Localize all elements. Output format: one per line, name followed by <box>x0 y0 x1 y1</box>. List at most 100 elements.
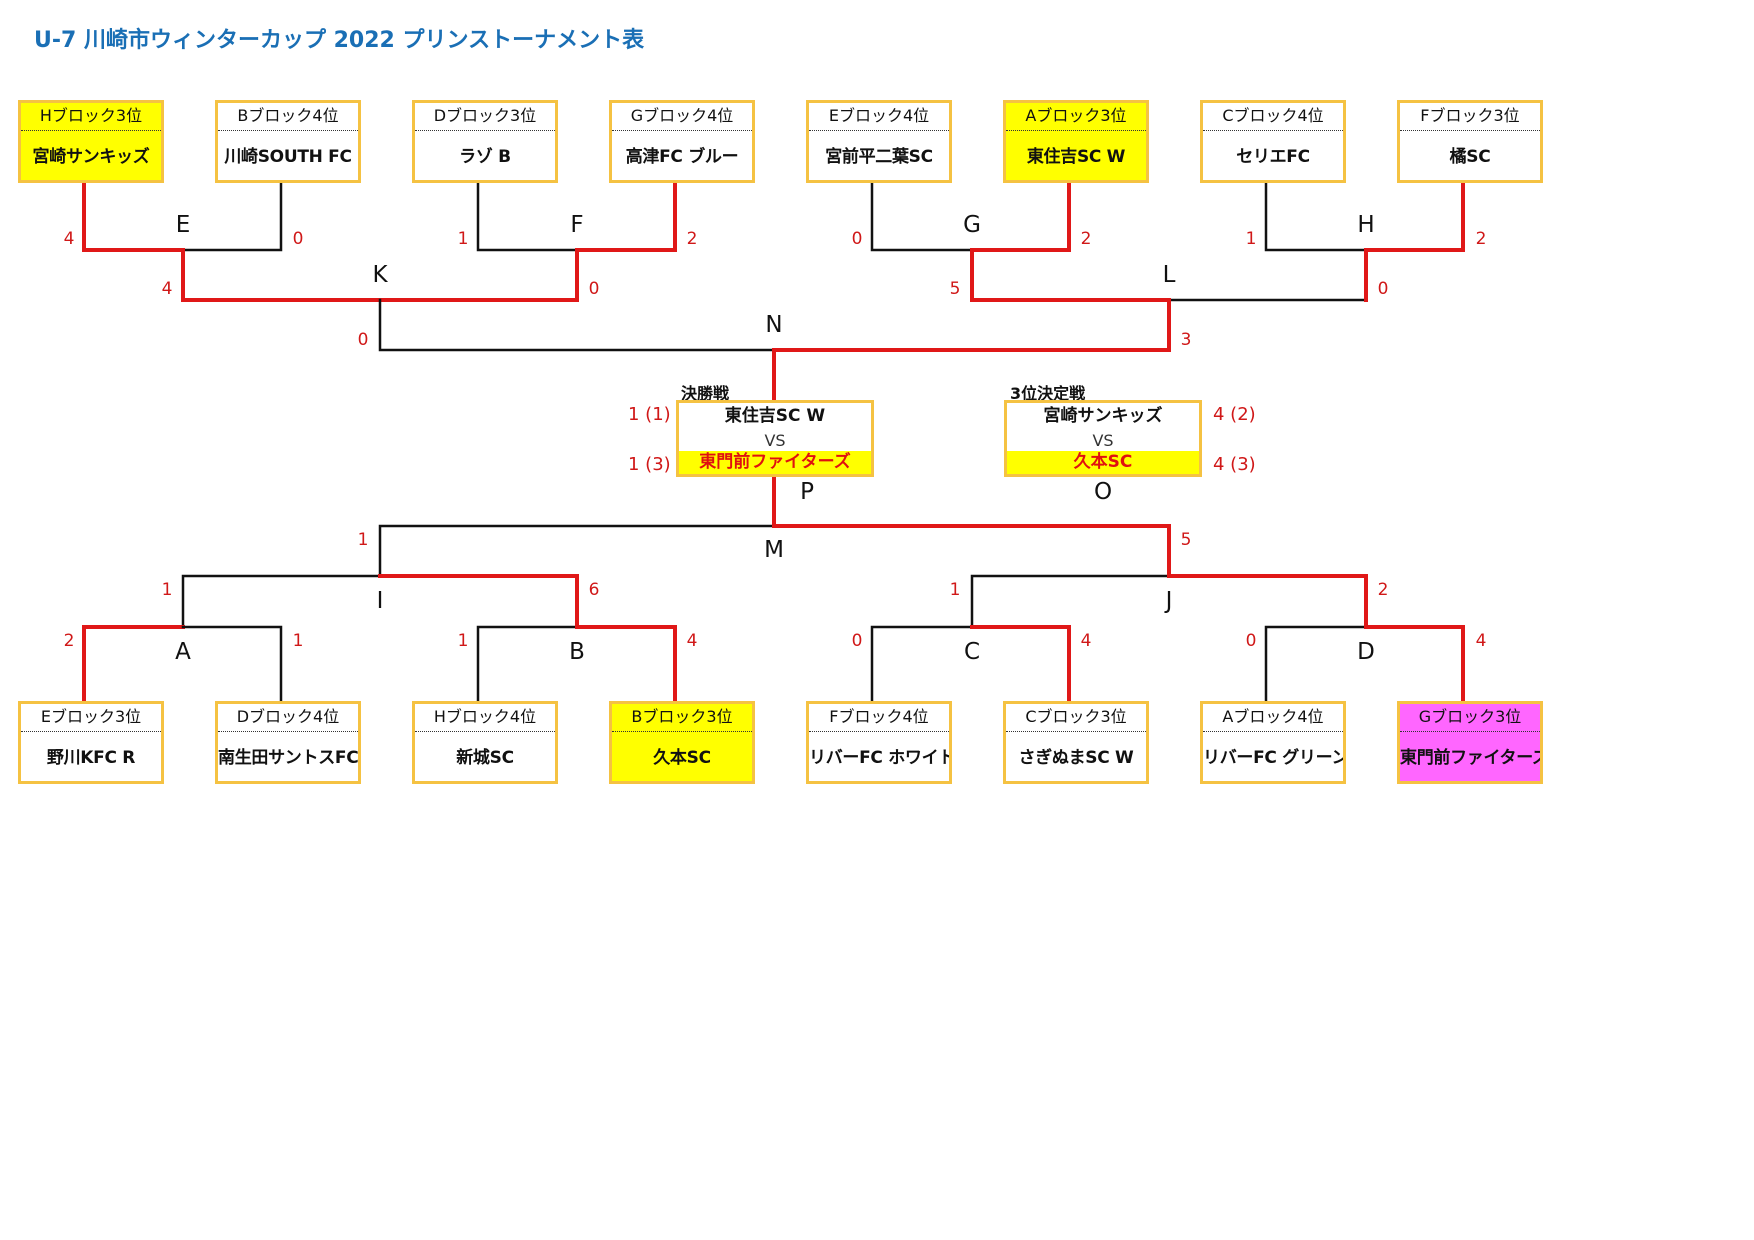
match-score: 1 <box>457 631 469 651</box>
match-score: 0 <box>851 631 863 651</box>
match-score: 2 <box>1080 229 1092 249</box>
bracket-line <box>378 298 776 352</box>
page-title: U-7 川崎市ウィンターカップ 2022 プリンストーナメント表 <box>34 28 645 53</box>
team-name: セリエFC <box>1236 147 1310 167</box>
team-block-label: Hブロック4位 <box>415 704 555 732</box>
match-label: I <box>376 588 384 614</box>
winner-path-line <box>970 248 1171 302</box>
match-label: K <box>372 262 388 288</box>
final-team-2: 東門前ファイターズ <box>679 451 871 474</box>
top-team-box: Gブロック4位高津FC ブルー <box>609 100 755 183</box>
bracket-line <box>476 174 579 252</box>
bracket-line <box>181 574 382 629</box>
team-name: 久本SC <box>653 748 711 768</box>
winner-path-line <box>82 625 185 703</box>
bottom-team-box: Eブロック3位野川KFC R <box>18 701 164 784</box>
bottom-team-box: Cブロック3位さぎぬまSC W <box>1003 701 1149 784</box>
match-score: 4 <box>161 279 173 299</box>
bracket-line <box>1264 174 1368 252</box>
top-team-box: Hブロック3位宮崎サンキッズ <box>18 100 164 183</box>
team-block-label: Hブロック3位 <box>21 103 161 131</box>
match-label: E <box>175 212 191 238</box>
team-name: 宮崎サンキッズ <box>32 147 150 167</box>
bracket-line <box>1167 248 1368 302</box>
match-label: P <box>800 479 814 505</box>
match-label: O <box>1093 479 1113 505</box>
bottom-team-box: Fブロック4位リバーFC ホワイト <box>806 701 952 784</box>
match-score: 5 <box>1180 530 1192 550</box>
team-name: 南生田サントスFC <box>218 748 358 768</box>
third-place-team-1: 宮崎サンキッズ <box>1043 406 1163 426</box>
third-place-match-box: 宮崎サンキッズ VS 久本SC <box>1004 400 1202 477</box>
winner-path-line <box>378 248 579 302</box>
match-score: 4 <box>1080 631 1092 651</box>
match-score: 0 <box>588 279 600 299</box>
winner-path-line <box>1167 574 1368 629</box>
winner-path-line <box>1364 625 1465 703</box>
bottom-team-box: Bブロック3位久本SC <box>609 701 755 784</box>
match-score: 3 <box>1180 330 1192 350</box>
team-block-label: Fブロック3位 <box>1400 103 1540 131</box>
winner-path-line <box>575 174 677 252</box>
match-label: B <box>569 639 585 665</box>
match-score: 4 <box>686 631 698 651</box>
match-score: 0 <box>357 330 369 350</box>
bracket-line <box>870 625 974 703</box>
final-score-2: 1 (3) <box>628 454 671 475</box>
bottom-team-box: Dブロック4位南生田サントスFC <box>215 701 361 784</box>
match-score: 1 <box>1245 229 1257 249</box>
match-label: H <box>1357 212 1375 238</box>
team-block-label: Dブロック3位 <box>415 103 555 131</box>
bracket-line <box>378 524 776 578</box>
winner-path-line <box>181 248 382 302</box>
final-title: 決勝戦 <box>681 384 730 403</box>
match-score: 4 <box>1475 631 1487 651</box>
match-score: 0 <box>851 229 863 249</box>
top-team-box: Fブロック3位橘SC <box>1397 100 1543 183</box>
match-score: 0 <box>292 229 304 249</box>
team-block-label: Eブロック4位 <box>809 103 949 131</box>
winner-path-line <box>970 625 1071 703</box>
match-score: 4 <box>63 229 75 249</box>
team-name: 川崎SOUTH FC <box>224 147 352 167</box>
match-score: 1 <box>949 580 961 600</box>
third-place-vs: VS <box>1092 431 1114 450</box>
third-place-score-1: 4 (2) <box>1213 404 1256 425</box>
match-score: 0 <box>1245 631 1257 651</box>
team-name: 宮前平二葉SC <box>825 147 933 167</box>
team-name: リバーFC ホワイト <box>809 748 949 768</box>
match-score: 1 <box>357 530 369 550</box>
match-label: M <box>764 537 784 563</box>
match-score: 1 <box>161 580 173 600</box>
team-name: ラゾ B <box>459 147 511 167</box>
match-score: 2 <box>1475 229 1487 249</box>
team-name: リバーFC グリーン <box>1203 748 1343 768</box>
winner-path-line <box>970 174 1071 252</box>
team-block-label: Gブロック4位 <box>612 103 752 131</box>
bottom-team-box: Hブロック4位新城SC <box>412 701 558 784</box>
final-vs: VS <box>764 431 786 450</box>
bracket-line <box>181 174 283 252</box>
team-block-label: Bブロック3位 <box>612 704 752 732</box>
bracket-line <box>181 625 283 703</box>
top-team-box: Bブロック4位川崎SOUTH FC <box>215 100 361 183</box>
team-name: 野川KFC R <box>46 748 136 768</box>
match-label: G <box>963 212 981 238</box>
winner-path-line <box>82 174 185 252</box>
team-name: 橘SC <box>1449 147 1491 167</box>
third-place-score-2: 4 (3) <box>1213 454 1256 475</box>
match-label: L <box>1162 262 1176 288</box>
match-score: 1 <box>457 229 469 249</box>
bottom-team-box: Aブロック4位リバーFC グリーン <box>1200 701 1346 784</box>
team-block-label: Cブロック4位 <box>1203 103 1343 131</box>
match-score: 0 <box>1377 279 1389 299</box>
team-block-label: Dブロック4位 <box>218 704 358 732</box>
bracket-line <box>1264 625 1368 703</box>
team-block-label: Gブロック3位 <box>1400 704 1540 732</box>
team-block-label: Aブロック4位 <box>1203 704 1343 732</box>
match-label: D <box>1357 639 1375 665</box>
top-team-box: Cブロック4位セリエFC <box>1200 100 1346 183</box>
final-match-box: 東住吉SC W VS 東門前ファイターズ <box>676 400 874 477</box>
bracket-line <box>476 625 579 703</box>
team-name: 東住吉SC W <box>1026 147 1126 167</box>
